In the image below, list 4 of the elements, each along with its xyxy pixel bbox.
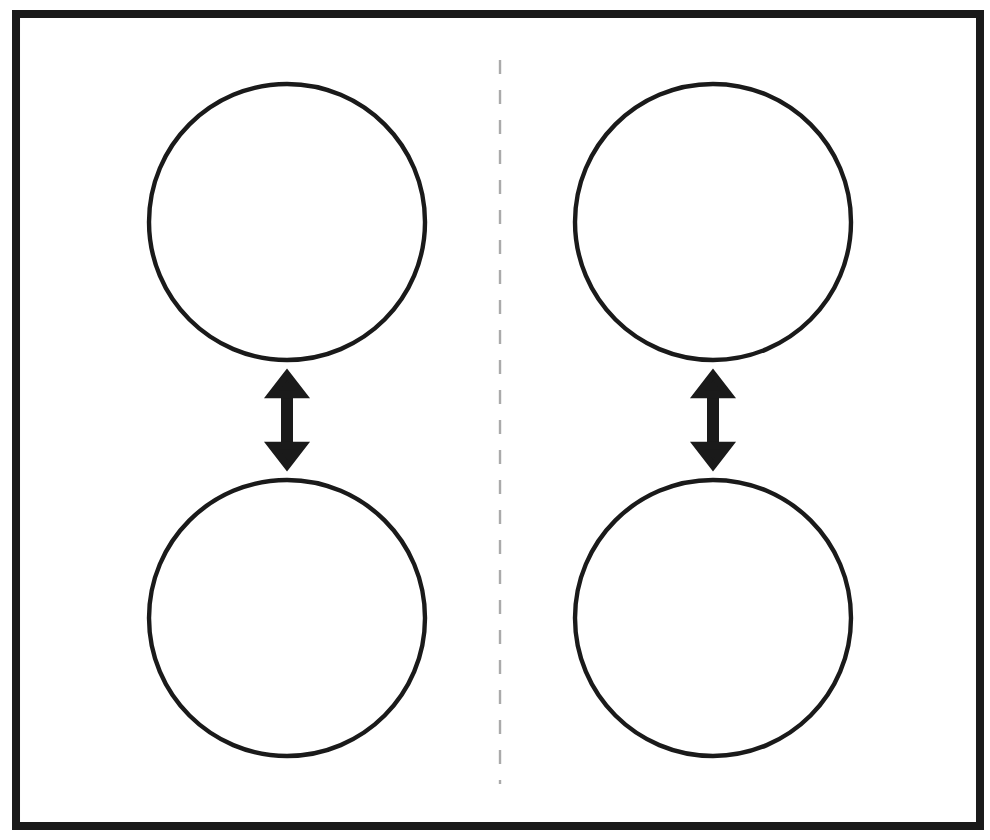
circle [572,477,854,759]
circle [572,81,854,363]
circle [146,81,428,363]
circle [146,477,428,759]
